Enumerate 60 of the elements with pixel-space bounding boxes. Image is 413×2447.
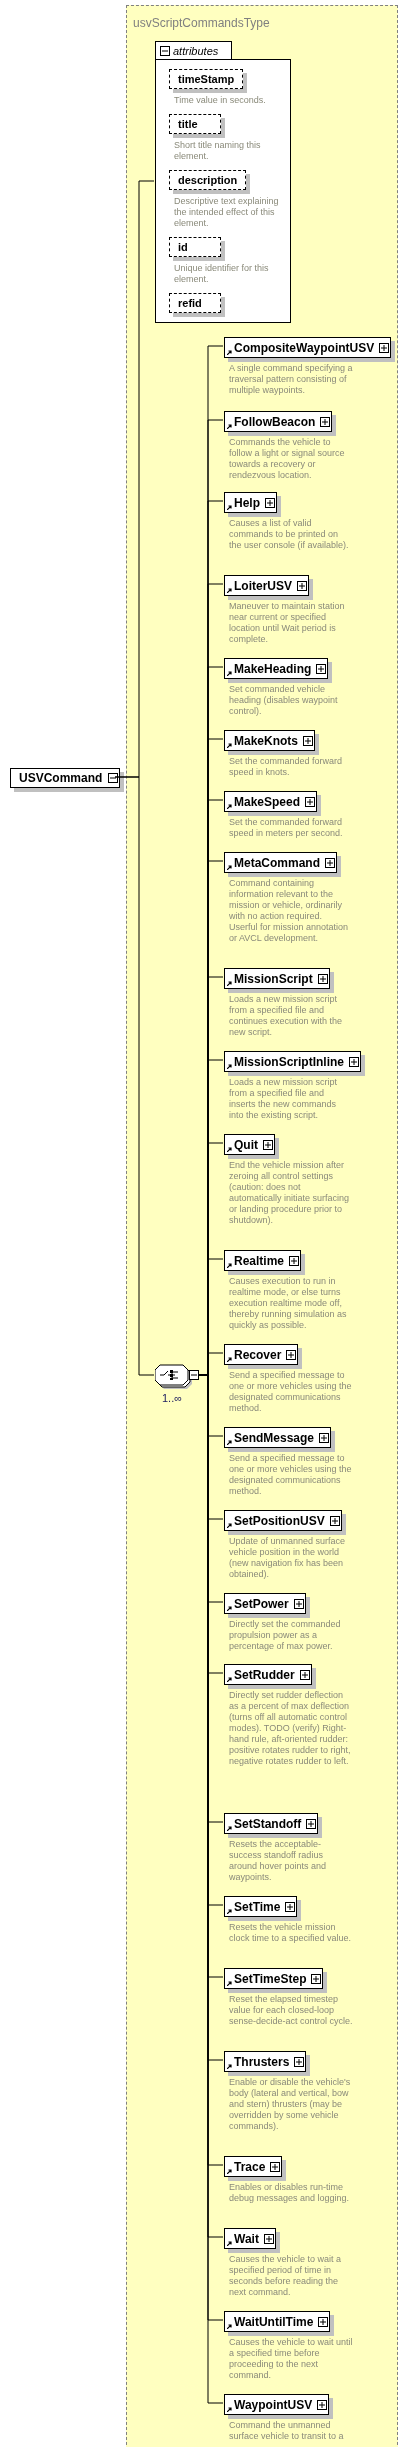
- description-text: Causes the vehicle to wait until a specified time before proceeding to the next command.: [229, 2337, 353, 2381]
- description-text: Causes a list of valid commands to be printed on the user console (if available).: [229, 518, 350, 551]
- description-text: Reset the elapsed timestep value for each closed-loop sense-decide-act control cycle.: [229, 1994, 353, 2027]
- description-text: Loads a new mission script from a specified file and inserts the new commands into the existing script.: [229, 1077, 339, 1121]
- element-name: SetRudder: [234, 1666, 295, 1684]
- element-name: Trace: [234, 2158, 266, 2176]
- description-text: Directly set the commanded propulsion power as a percentage of max power.: [229, 1619, 342, 1652]
- element-name: SetStandoff: [234, 1815, 302, 1833]
- element-name: SetPositionUSV: [234, 1512, 325, 1530]
- description-text: End the vehicle mission after zeroing all control settings (caution: does not automatically initiate surfacing or landing procedure prior to shutdown).: [229, 1160, 351, 1226]
- element-name: WaitUntilTime: [234, 2313, 314, 2331]
- element-name: MetaCommand: [234, 854, 320, 872]
- type-container: [126, 5, 398, 2447]
- description-text: Enable or disable the vehicle's body (lateral and vertical, bow and stern) thrusters (may be overridden by some vehicle commands).: [229, 2077, 352, 2132]
- description-text: Command the unmanned surface vehicle to transit to a: [229, 2420, 345, 2442]
- attributes-label: attributes: [173, 43, 219, 59]
- element-name: Realtime: [234, 1252, 285, 1270]
- description-text: Resets the vehicle mission clock time to a specified value.: [229, 1922, 353, 1944]
- element-name: CompositeWaypointUSV: [234, 339, 375, 357]
- description-text: Short title naming this element.: [174, 140, 262, 162]
- element-name: Wait: [234, 2230, 259, 2248]
- description-text: Send a specified message to one or more vehicles using the designated communications method.: [229, 1370, 353, 1414]
- element-name: SetTime: [234, 1898, 281, 1916]
- element-name: MakeKnots: [234, 732, 298, 750]
- element-name: MakeSpeed: [234, 793, 301, 811]
- description-text: Resets the acceptable-success standoff radius around hover points and waypoints.: [229, 1839, 328, 1883]
- element-name: MakeHeading: [234, 660, 312, 678]
- description-text: Send a specified message to one or more vehicles using the designated communications method.: [229, 1453, 353, 1497]
- element-name: MissionScript: [234, 970, 313, 988]
- element-name: Recover: [234, 1346, 282, 1364]
- element-name: Help: [234, 494, 260, 512]
- connector-line: [114, 776, 155, 1376]
- description-text: Command containing information relevant to the mission or vehicle, ordinarily with no action required. Userful for mission annotation or AVCL development.: [229, 878, 350, 944]
- description-text: Unique identifier for this element.: [174, 263, 270, 285]
- description-text: Enables or disables run-time debug messages and logging.: [229, 2182, 351, 2204]
- element-name: MissionScriptInline: [234, 1053, 344, 1071]
- description-text: A single command specifying a traversal pattern consisting of multiple waypoints.: [229, 363, 353, 396]
- element-name: Thrusters: [234, 2053, 290, 2071]
- description-text: Time value in seconds.: [174, 95, 267, 106]
- element-name: SetPower: [234, 1595, 289, 1613]
- element-name: LoiterUSV: [234, 577, 292, 595]
- description-text: Causes the vehicle to wait a specified period of time in seconds before reading the next command.: [229, 2254, 343, 2298]
- occurrence-label: 1..∞: [162, 1391, 183, 1406]
- type-title: usvScriptCommandsType: [133, 15, 270, 32]
- description-text: Directly set rudder deflection as a percent of max deflection (turns off all automatic control modes). TODO (verify) Right-hand rule, aft-oriented rudder: positive rotates rudder to right, negative rotates rudder to left.: [229, 1690, 352, 1767]
- description-text: Set the commanded forward speed in knots.: [229, 756, 344, 778]
- description-text: Set commanded vehicle heading (disables waypoint control).: [229, 684, 339, 717]
- element-name: SendMessage: [234, 1429, 315, 1447]
- element-name: Quit: [234, 1136, 258, 1154]
- description-text: Update of unmanned surface vehicle position in the world (new navigation fix has been obtained).: [229, 1536, 347, 1580]
- description-text: Loads a new mission script from a specified file and continues execution with the new script.: [229, 994, 344, 1038]
- description-text: Commands the vehicle to follow a light or signal source towards a recovery or rendezvous location.: [229, 437, 346, 481]
- description-text: Descriptive text explaining the intended effect of this element.: [174, 196, 280, 229]
- description-text: Set the commanded forward speed in meters per second.: [229, 817, 344, 839]
- description-text: Maneuver to maintain station near current or specified location until Wait period is complete.: [229, 601, 346, 645]
- element-name: WaypointUSV: [234, 2396, 313, 2414]
- element-name: USVCommand: [19, 770, 103, 787]
- description-text: Causes execution to run in realtime mode, or else turns execution realtime mode off, thereby running simulation as quickly as possible.: [229, 1276, 348, 1331]
- element-name: FollowBeacon: [234, 413, 316, 431]
- element-name: SetTimeStep: [234, 1970, 307, 1988]
